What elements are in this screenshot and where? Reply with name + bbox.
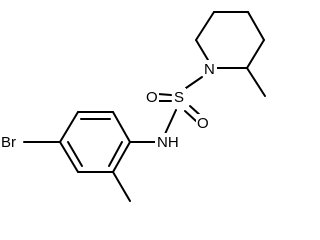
bond-c4-c5-inner (67, 141, 83, 167)
atom-label-s: S (174, 89, 184, 106)
bond-c6-c1 (112, 141, 131, 173)
atom-label-o-top: O (146, 89, 158, 106)
bond-s-o-bottom (184, 110, 197, 122)
label-bg-o-top (145, 88, 159, 106)
atom-label-n-ring: N (204, 61, 215, 78)
label-bg-s (172, 88, 186, 106)
label-bg-nh (155, 133, 181, 151)
bond-c6p-n (195, 39, 209, 61)
label-bg-o-bottom (196, 114, 210, 132)
bond-s-o-top (157, 93, 172, 96)
bond-ring-methyl (246, 67, 266, 97)
structure-diagram: Br NH S O O N (0, 11, 266, 202)
atom-label-o-bottom: O (197, 115, 209, 132)
bond-c3p-c4p (247, 11, 265, 41)
bond-c4-c5 (59, 141, 79, 173)
label-bg-n-ring (203, 60, 217, 78)
bond-c2-c3p (246, 39, 265, 69)
bond-c6-c1-inner (108, 141, 123, 167)
atom-label-nh: NH (157, 134, 179, 151)
bond-aryl-methyl (112, 171, 131, 202)
bond-c1-c2 (112, 111, 131, 143)
bond-nh-s (164, 109, 177, 135)
molecule-drawing: Br NH S O O N (0, 11, 266, 202)
bond-c5p-c6p (195, 11, 215, 41)
bond-s-n (185, 76, 203, 89)
bond-c3-c4 (59, 111, 79, 143)
atom-label-br: Br (1, 134, 16, 151)
label-bg-br (0, 133, 22, 151)
